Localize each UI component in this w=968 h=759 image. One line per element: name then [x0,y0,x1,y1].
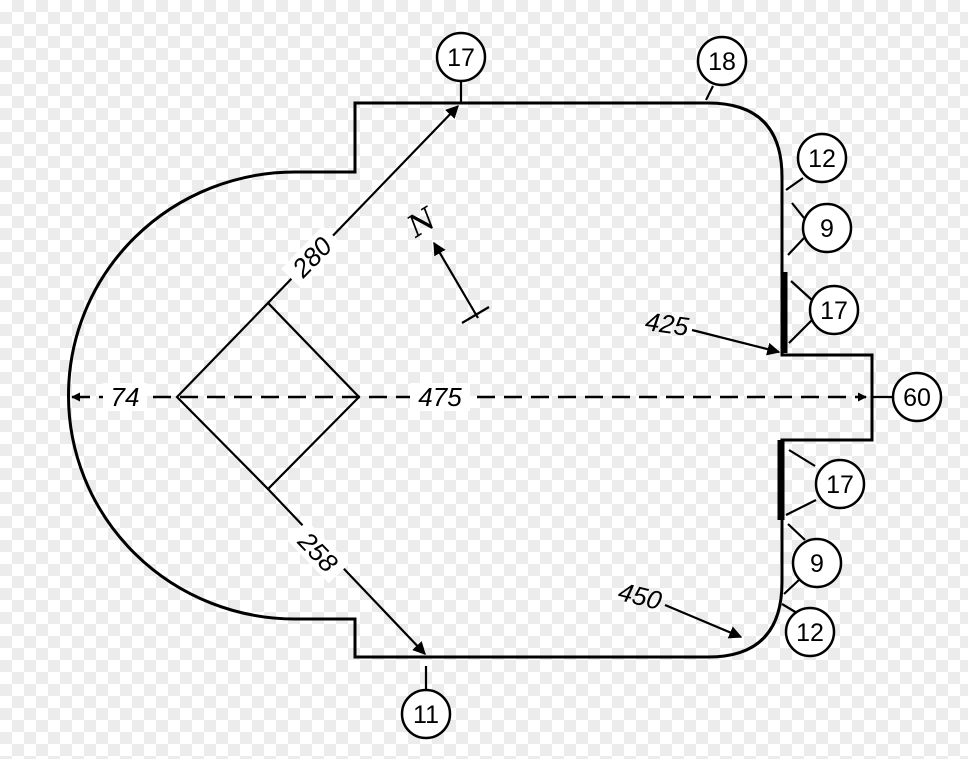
callout-9-upper: 9 [801,202,853,254]
left-fence-dimension: 74 [111,382,140,412]
callout-17-top: 17 [435,31,487,83]
callout-12-upper: 12 [796,132,848,184]
callout-leaders [424,81,892,690]
svg-text:12: 12 [796,619,824,647]
north-arrow-icon [433,241,490,324]
field-outline [67,101,874,659]
callout-11-bottom: 11 [400,688,452,740]
callout-9-lower: 9 [791,537,843,589]
left-center-pointer [664,603,743,639]
left-center-dimension: 450 [615,576,665,616]
callout-18-top: 18 [696,35,748,87]
right-center-dimension: 425 [643,306,691,342]
callout-12-lower: 12 [784,606,836,658]
svg-text:11: 11 [413,701,439,729]
svg-text:12: 12 [808,145,836,173]
callout-17-lower: 17 [814,458,866,510]
svg-text:18: 18 [708,48,736,76]
svg-text:17: 17 [826,471,854,499]
svg-text:9: 9 [810,550,824,578]
center-field-dimension: 475 [418,382,462,412]
callout-17-upper: 17 [808,284,860,336]
north-label: N [401,200,444,245]
svg-text:60: 60 [903,384,931,412]
left-field-line [267,488,426,655]
svg-text:17: 17 [820,297,848,325]
right-center-pointer [691,328,781,356]
svg-text:17: 17 [447,44,475,72]
svg-text:9: 9 [820,215,834,243]
callout-60: 60 [891,371,943,423]
